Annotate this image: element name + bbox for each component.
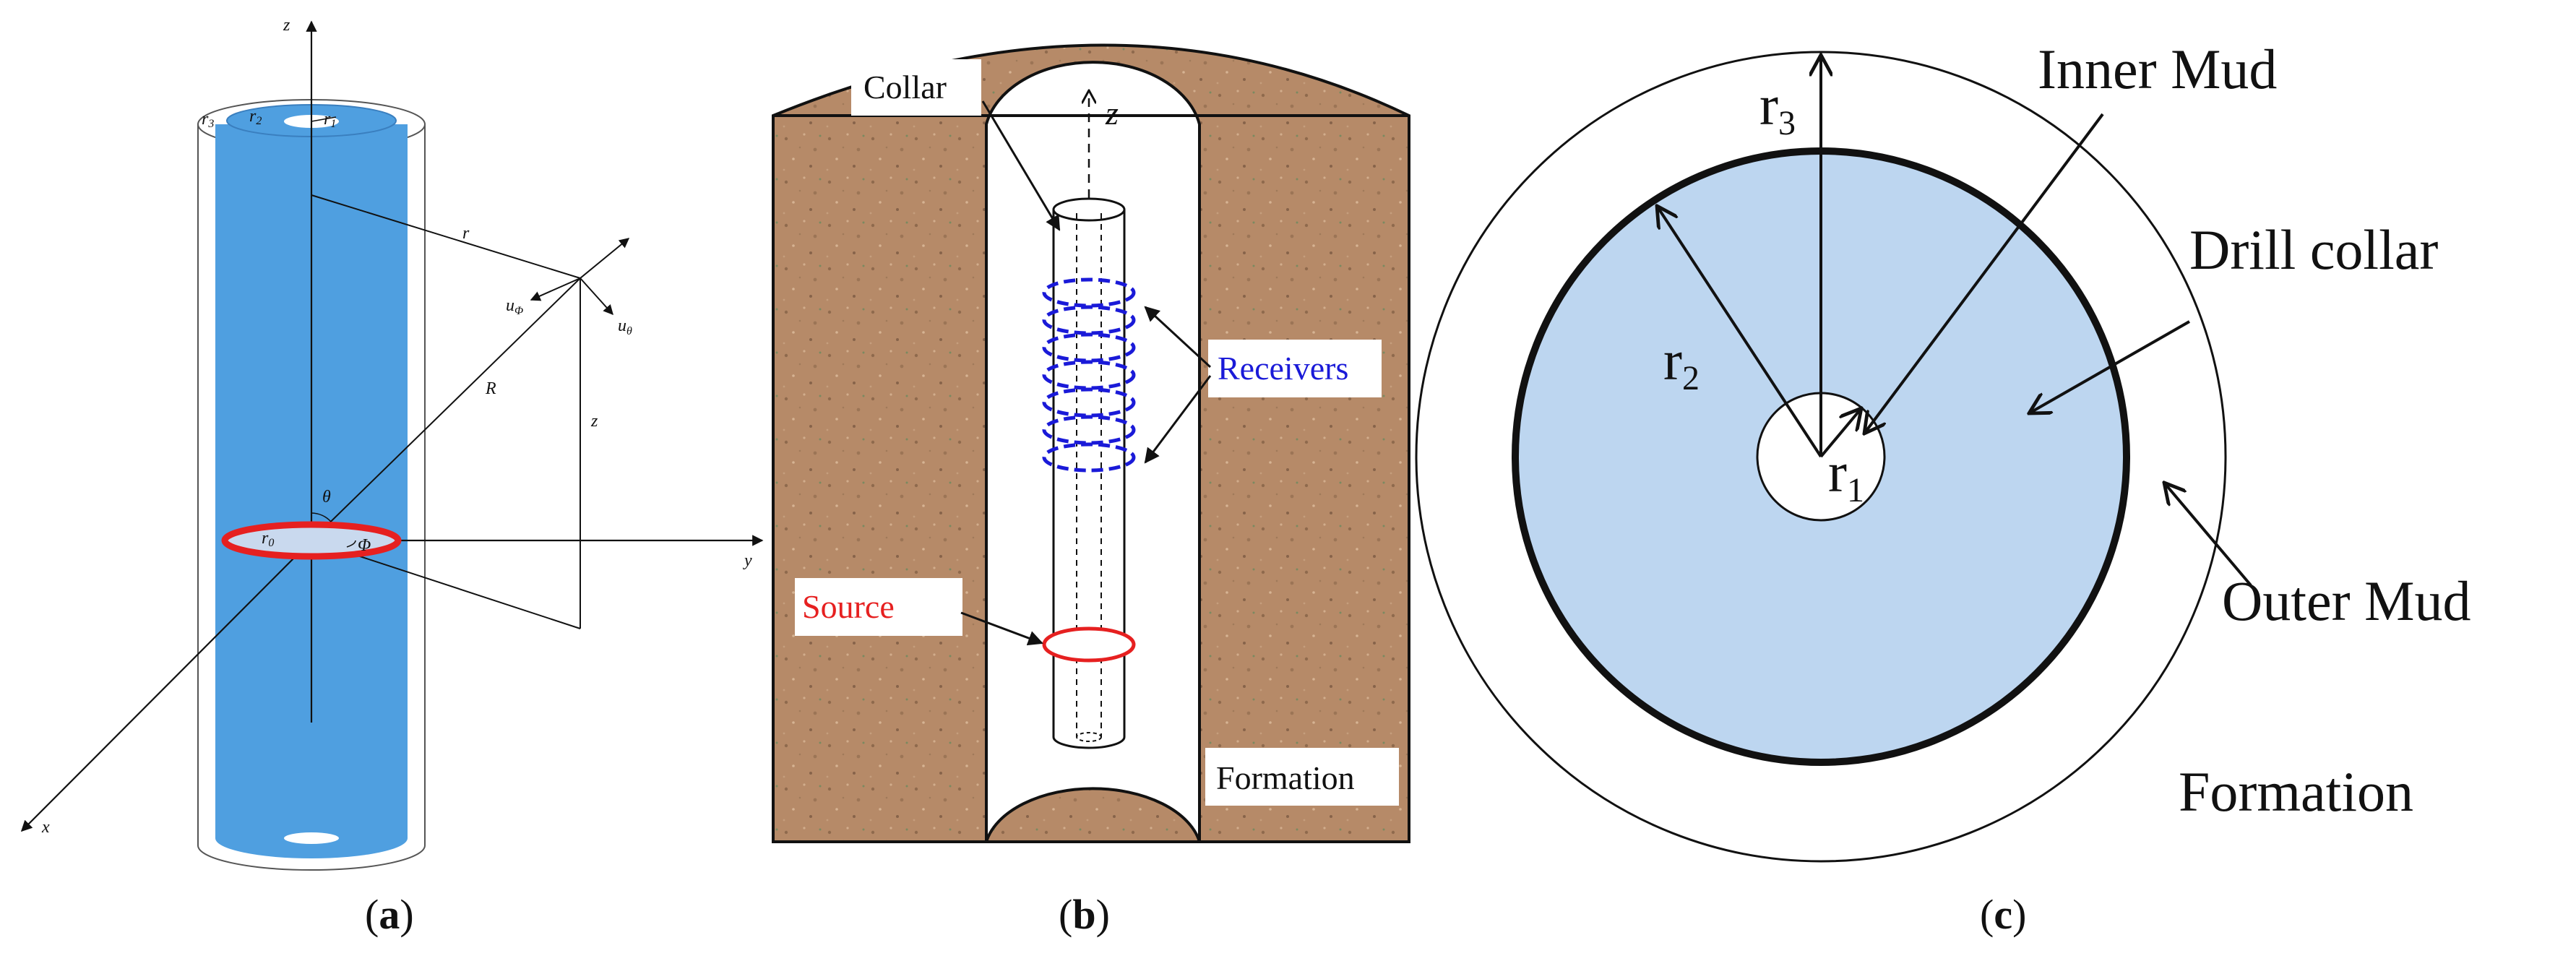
z-label-b: z (1105, 95, 1119, 132)
caption-a: (a) (365, 891, 414, 938)
receiver-coils (1042, 277, 1136, 473)
theta-arc (311, 512, 332, 522)
r1-label-a: r1 (324, 110, 336, 130)
r3-label-c: r3 (1759, 74, 1796, 142)
z-mid-label-a: z (590, 412, 598, 431)
tool-bottom-inner (1076, 732, 1102, 742)
inner-bore-bottom (284, 832, 339, 844)
drill-collar-label: Drill collar (2189, 218, 2438, 281)
r2-label-c: r2 (1663, 329, 1700, 397)
r0-label-a: r0 (262, 529, 274, 549)
caption-b: (b) (1059, 891, 1110, 938)
r-markers-top (311, 116, 337, 122)
receivers-label-box (1208, 340, 1382, 397)
axis-y-label-a: y (743, 551, 752, 570)
r3-label-a: r3 (202, 110, 214, 130)
r-vector (311, 277, 581, 541)
axis-x-label-a: x (41, 818, 50, 837)
source-arrow (960, 611, 1043, 646)
collar-arrow (981, 100, 1061, 231)
inner-mud-arrow (1864, 113, 2104, 434)
phi-label-a: Φ (358, 536, 371, 555)
formation-label-b: Formation (1216, 759, 1355, 796)
source-label-box (795, 578, 962, 636)
formation-label-box-b (1205, 748, 1399, 806)
u-phi-label: uΦ (506, 296, 523, 317)
r-label-a: r (462, 224, 470, 243)
r2-arrow (1657, 206, 1822, 458)
receivers-label: Receivers (1218, 350, 1348, 387)
drill-collar-arrow (2029, 320, 2190, 413)
R-label-a: R (485, 379, 496, 398)
tool-body (1052, 210, 1126, 749)
source-disk (221, 521, 402, 560)
inner-mud-label: Inner Mud (2038, 38, 2277, 100)
panel-a: z y x r3 r2 r1 r uΦ uθ R z θ r0 Φ (a) (20, 16, 764, 938)
r2-label-a: r2 (249, 107, 262, 127)
u-phi-arrow (530, 277, 581, 301)
u-r-arrow (580, 238, 630, 279)
formation-label-c: Formation (2179, 760, 2413, 823)
source-loop-b (1042, 626, 1136, 663)
collar-label: Collar (863, 69, 947, 105)
r1-label-c: r1 (1828, 441, 1864, 509)
outer-mud-label: Outer Mud (2222, 569, 2471, 632)
u-theta-arrow (580, 277, 613, 316)
u-theta-label: uθ (618, 316, 632, 337)
x-axis-a (20, 540, 312, 832)
theta-label-a: θ (322, 488, 331, 507)
receivers-arrow-down (1144, 375, 1212, 464)
source-label: Source (802, 588, 895, 625)
panel-c: r3 r2 r1 Inner Mud Drill collar Outer Mu… (1415, 38, 2471, 938)
outer-mud-arrow (2164, 483, 2252, 587)
caption-c: (c) (1980, 891, 2026, 938)
phi-arc (346, 540, 356, 548)
collar-label-box (851, 59, 981, 116)
tool-top (1052, 197, 1126, 222)
r-horizontal (311, 194, 581, 279)
r1-arrow (1819, 408, 1861, 458)
panel-b: Collar z Receivers Source Formation (b) (772, 43, 1410, 938)
receivers-arrow-up (1144, 306, 1212, 369)
axis-z-label-a: z (283, 16, 290, 35)
